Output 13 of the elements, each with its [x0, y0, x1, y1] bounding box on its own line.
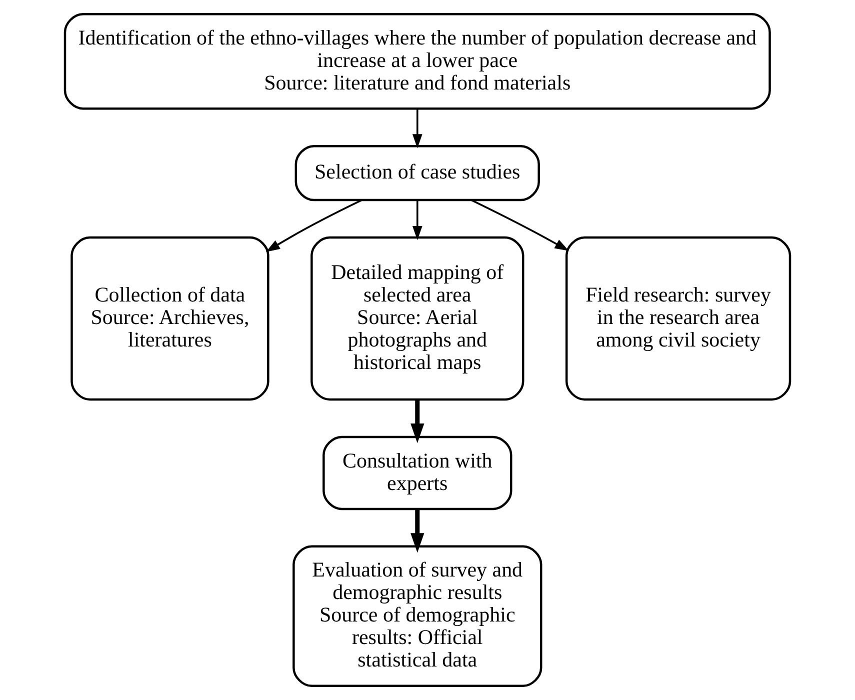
arrow — [410, 509, 424, 553]
arrow — [471, 199, 569, 251]
node-box: Selection of case studies — [294, 144, 540, 202]
node-box: Identification of the ethno-villages where the number of population decrease and increase at a lower pace Source: literature and fond materials — [64, 13, 771, 110]
arrow — [266, 200, 362, 252]
node-box: Collection of data Source: Archieves, literatures — [70, 236, 270, 401]
arrow — [412, 200, 422, 240]
arrow — [410, 400, 424, 444]
node-box: Field research: survey in the research area among civil society — [565, 236, 792, 401]
arrow — [412, 108, 422, 148]
node-box: Detailed mapping of selected area Source: Aerial photographs and historical maps — [310, 236, 524, 401]
node-box: Evaluation of survey and demographic results Source of demographic results: Official statistical data — [292, 545, 542, 687]
node-box: Consultation with experts — [322, 436, 512, 510]
